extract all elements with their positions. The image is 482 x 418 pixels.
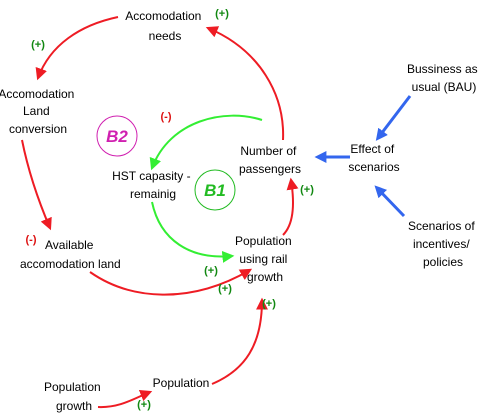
sign-population-plus: (+) xyxy=(262,298,276,310)
sign-growth-plus: (+) xyxy=(137,399,151,411)
link-incentives-to-effect xyxy=(374,185,406,218)
loop-b1-label: B1 xyxy=(204,181,226,200)
link-bau-to-effect xyxy=(375,95,412,141)
node-effect-of-scenarios: Effect of scenarios xyxy=(348,142,399,174)
link-conversion-to-available-land xyxy=(21,139,52,231)
link-hst-capacity-to-rail-growth xyxy=(151,201,235,263)
sign-rail-below: (+) xyxy=(218,283,232,295)
link-needs-to-conversion xyxy=(35,16,119,81)
node-hst-capacity: HST capasity - remainig xyxy=(112,169,194,201)
link-population-to-rail-growth xyxy=(211,297,268,385)
loop-b1-circle xyxy=(194,169,236,211)
node-number-of-passengers: Number of passengers xyxy=(239,144,301,176)
loop-b2-circle xyxy=(96,115,138,157)
loop-b2-label: B2 xyxy=(106,127,128,146)
sign-needs-top: (+) xyxy=(215,8,229,20)
sign-conversion-top: (+) xyxy=(31,39,45,51)
sign-passengers-plus: (+) xyxy=(300,184,314,196)
link-passengers-to-needs xyxy=(205,26,285,141)
link-growth-to-population xyxy=(97,389,153,409)
node-population: Population xyxy=(153,376,210,390)
node-accomodation-needs: Accomodation needs xyxy=(125,9,204,43)
node-population-growth: Population growth xyxy=(44,380,104,413)
node-scenarios-of-incentives: Scenarios of incentives/ policies xyxy=(408,219,478,269)
node-land-conversion: Accomodation Land conversion xyxy=(0,87,78,136)
link-passengers-to-hst-capacity xyxy=(149,114,263,171)
sign-hst-minus: (-) xyxy=(161,111,172,123)
link-available-land-to-rail-growth xyxy=(89,268,253,296)
link-rail-growth-to-passengers xyxy=(282,177,299,236)
sign-land-minus: (-) xyxy=(26,234,37,246)
node-population-rail-growth: Population using rail growth xyxy=(235,234,295,284)
node-available-land: Available accomodation land xyxy=(20,238,121,271)
node-business-as-usual: Bussiness as usual (BAU) xyxy=(407,62,481,94)
sign-rail-left: (+) xyxy=(204,265,218,277)
